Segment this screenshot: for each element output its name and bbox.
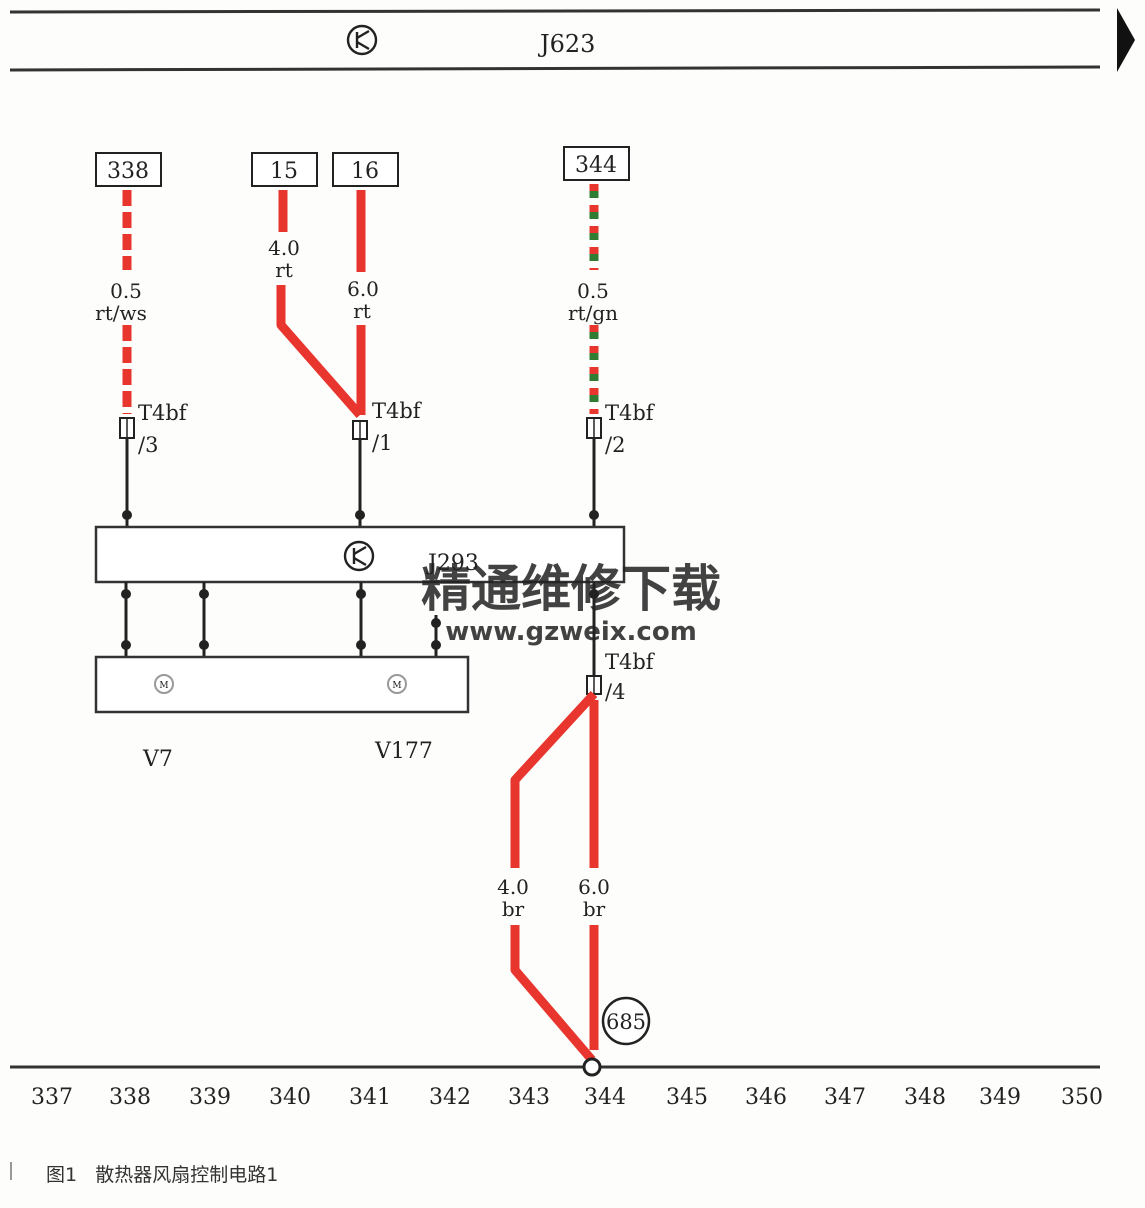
motor-v7-label: V7 <box>142 747 173 772</box>
svg-text:T4bf: T4bf <box>605 401 656 425</box>
ruler-number: 339 <box>189 1085 231 1110</box>
svg-text:/1: /1 <box>372 431 392 455</box>
svg-text:15: 15 <box>270 159 298 184</box>
svg-text:/4: /4 <box>605 680 625 704</box>
watermark: 精通维修下载 www.gzweix.com <box>421 560 721 647</box>
wire-color-label: rt <box>353 299 371 323</box>
ruler-number: 344 <box>584 1085 626 1110</box>
ruler-number: 337 <box>31 1085 73 1110</box>
watermark-title: 精通维修下载 <box>421 560 721 618</box>
wire-size-label: 6.0 <box>578 875 610 899</box>
svg-text:344: 344 <box>575 153 617 178</box>
column-ruler: 337 338 339 340 341 342 343 344 345 346 347 348 349 3… <box>31 1085 1103 1110</box>
ruler-number: 346 <box>745 1085 787 1110</box>
ruler-number: 341 <box>349 1085 391 1110</box>
ground-junction <box>582 1057 602 1077</box>
ruler-number: 338 <box>109 1085 151 1110</box>
connector-t4bf-1: T4bf /1 <box>352 399 423 455</box>
wire-color-label: br <box>583 897 606 921</box>
watermark-url: www.gzweix.com <box>445 617 697 647</box>
motor-v177-icon: M <box>387 674 407 694</box>
motor-v177-label: V177 <box>374 739 433 764</box>
wire-size-label: 6.0 <box>347 277 379 301</box>
terminal-344: 344 <box>563 146 630 181</box>
j293-label: J293 <box>426 551 479 576</box>
ruler-number: 340 <box>269 1085 311 1110</box>
svg-text:M: M <box>392 681 401 691</box>
j623-bus: J623 <box>9 8 1135 72</box>
wire-color-label: br <box>502 897 525 921</box>
transistor-icon <box>346 24 378 56</box>
svg-text:/3: /3 <box>138 433 158 457</box>
svg-text:T4bf: T4bf <box>138 401 189 425</box>
svg-text:/2: /2 <box>605 433 625 457</box>
transistor-icon <box>343 540 375 572</box>
connector-t4bf-4: T4bf /4 <box>586 650 656 704</box>
wire-size-label: 0.5 <box>577 279 609 303</box>
ruler-number: 343 <box>508 1085 550 1110</box>
figure-number: 图1 <box>46 1164 78 1186</box>
wire-color-label: rt <box>275 258 293 282</box>
wire-color-label: rt/gn <box>568 301 618 325</box>
wire-size-label: 4.0 <box>268 236 300 260</box>
ruler-number: 349 <box>979 1085 1021 1110</box>
caption-bar <box>10 1162 12 1180</box>
svg-text:685: 685 <box>606 1010 646 1034</box>
j293-control-unit: J293 <box>94 525 626 584</box>
terminal-16: 16 <box>332 152 399 187</box>
splice-dots-motors <box>121 589 599 650</box>
figure-caption: 图1 散热器风扇控制电路1 <box>46 1160 278 1187</box>
ground-point-685: 685 <box>601 996 651 1046</box>
terminal-338: 338 <box>95 152 162 187</box>
svg-text:338: 338 <box>107 159 149 184</box>
ruler-number: 350 <box>1061 1085 1103 1110</box>
ruler-number: 348 <box>904 1085 946 1110</box>
svg-text:16: 16 <box>351 159 379 184</box>
wire-size-label: 4.0 <box>497 875 529 899</box>
wire-size-label: 0.5 <box>110 279 142 303</box>
svg-text:T4bf: T4bf <box>605 650 656 674</box>
splice-dots-upper <box>122 510 599 520</box>
svg-text:M: M <box>159 681 168 691</box>
motor-v7-icon: M <box>154 674 174 694</box>
fan-motors-box: M M <box>94 655 470 714</box>
svg-text:T4bf: T4bf <box>372 399 423 423</box>
wire-color-label: rt/ws <box>95 301 147 325</box>
figure-title: 散热器风扇控制电路1 <box>95 1164 279 1186</box>
ruler-number: 342 <box>429 1085 471 1110</box>
ruler-number: 347 <box>824 1085 866 1110</box>
ruler-number: 345 <box>666 1085 708 1110</box>
wire-ground-br-4 <box>510 690 598 868</box>
wire-ground-br-4-lower <box>510 925 596 1063</box>
terminal-15: 15 <box>251 152 318 187</box>
j623-label: J623 <box>537 30 595 58</box>
bus-continue-arrow-icon <box>1117 8 1135 72</box>
wire-15-rt-lower <box>276 285 364 418</box>
connector-t4bf-3: T4bf /3 <box>119 401 189 457</box>
connector-t4bf-2: T4bf /2 <box>586 401 656 457</box>
